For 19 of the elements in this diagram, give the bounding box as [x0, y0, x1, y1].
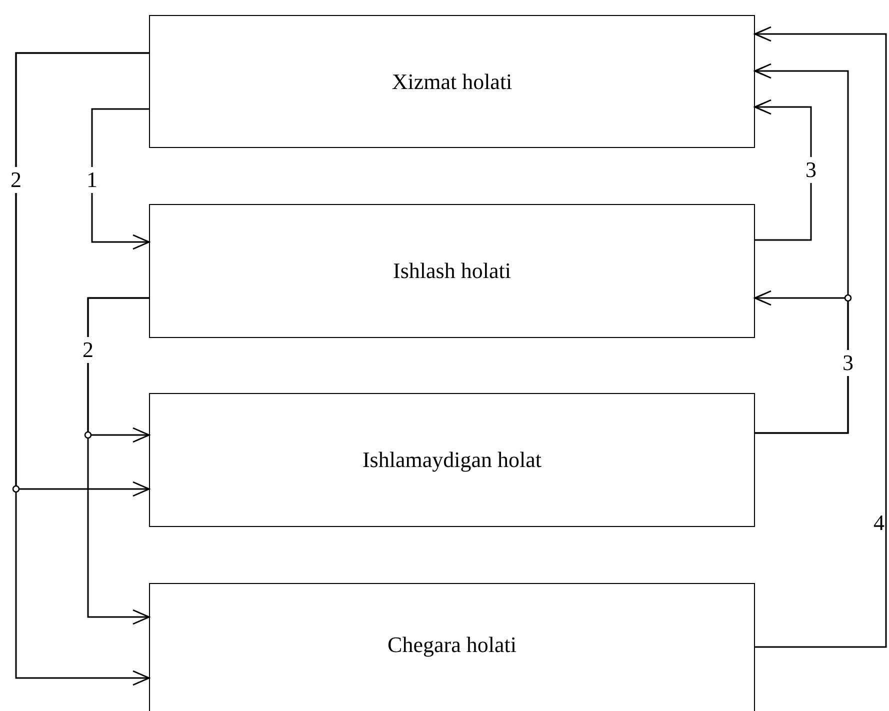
state-label: Ishlash holati [393, 258, 511, 284]
edge-label: 2 [10, 167, 22, 193]
connector-arrow [754, 99, 812, 241]
edge-label: 1 [86, 167, 98, 193]
connector-arrow [754, 290, 849, 434]
state-box [149, 204, 755, 338]
state-label: Xizmat holati [392, 68, 512, 94]
connector-arrow [754, 26, 887, 648]
state-box [149, 15, 755, 148]
state-label: Ishlamaydigan holat [362, 447, 542, 473]
edge-label: 3 [842, 350, 854, 376]
state-box [149, 583, 755, 711]
connector-arrow [87, 297, 150, 625]
edge-label: 3 [806, 157, 816, 183]
connector-arrow [15, 52, 150, 686]
edge-label: 2 [82, 337, 94, 363]
state-label: Chegara holati [388, 632, 516, 658]
state-box [149, 393, 755, 527]
connector-arrow [91, 108, 150, 250]
